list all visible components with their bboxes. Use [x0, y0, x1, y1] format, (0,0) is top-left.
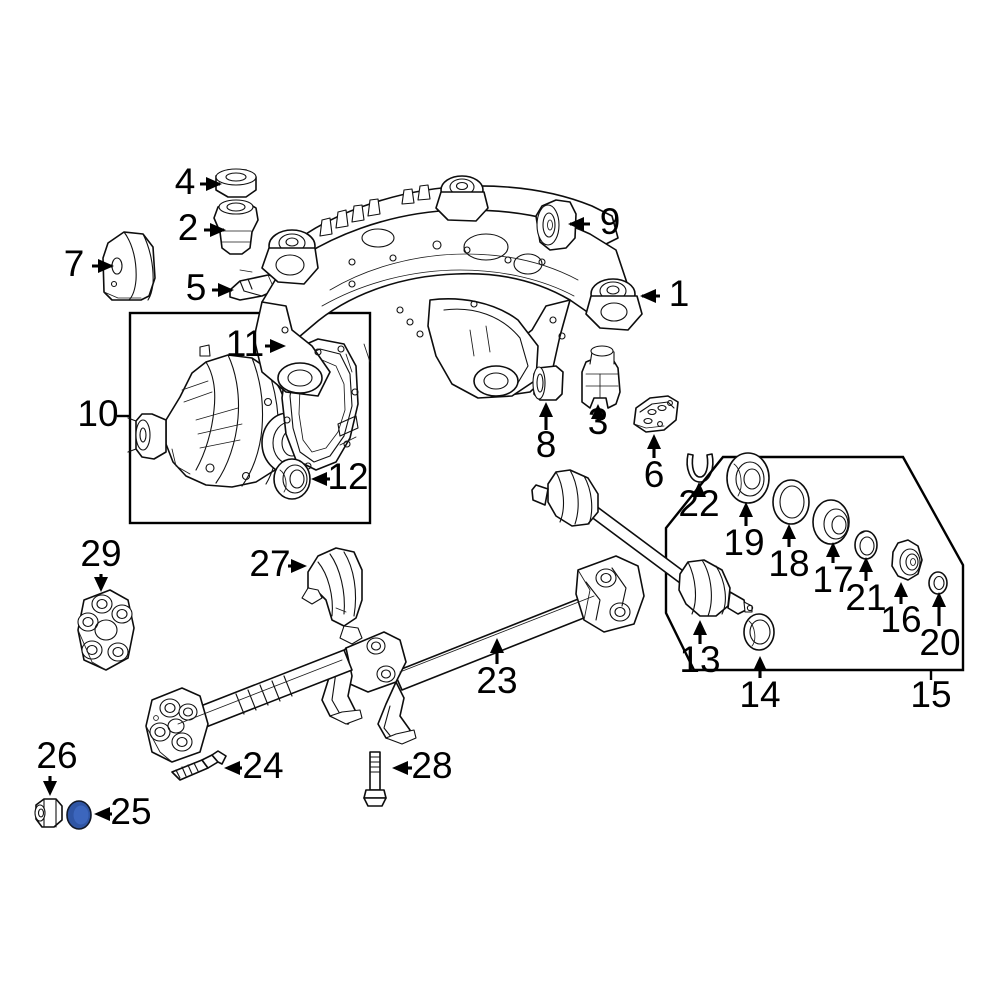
callout-number-9: 9: [600, 201, 621, 242]
callout-number-22: 22: [678, 483, 719, 524]
leader-lines: [43, 177, 946, 821]
part-7-illustration: [102, 231, 156, 301]
part-16-illustration: [891, 539, 923, 581]
callout-number-8: 8: [536, 424, 557, 465]
callout-number-25: 25: [110, 791, 151, 832]
part-21-illustration: [854, 530, 878, 560]
callout-number-6: 6: [644, 454, 665, 495]
part-22-illustration: [686, 453, 714, 483]
part-3-illustration: [581, 345, 621, 409]
part-28-illustration: [363, 751, 387, 807]
callout-number-labels: 1 2 3 4 5 6 7 8 9 10 11 12 13 14 15 16 1…: [36, 161, 960, 832]
callout-number-1: 1: [669, 273, 690, 314]
callout-number-11: 11: [226, 323, 264, 364]
callout-number-18: 18: [768, 543, 809, 584]
part-4-illustration: [215, 168, 257, 198]
rear-subframe-crossmember: [239, 175, 643, 399]
part-8-illustration: [532, 365, 564, 401]
part-18-illustration: [772, 479, 810, 525]
part-17-illustration: [812, 499, 850, 545]
part-25-illustration-highlighted: [66, 800, 92, 830]
part-14-illustration: [743, 613, 775, 651]
group-polygon-cv-kit: [664, 455, 965, 672]
part-9-illustration: [535, 199, 577, 251]
part-19-illustration: [726, 452, 770, 504]
group-box-differential: [128, 311, 372, 525]
callout-number-20: 20: [919, 622, 960, 663]
callout-number-29: 29: [80, 533, 121, 574]
callout-number-12: 12: [327, 456, 368, 497]
driveshaft-assembly-illustration: [145, 555, 645, 763]
callout-number-26: 26: [36, 735, 77, 776]
callout-number-3: 3: [588, 401, 609, 442]
callout-number-2: 2: [178, 207, 199, 248]
part-27-illustration: [301, 547, 363, 645]
callout-number-4: 4: [175, 161, 196, 202]
rear-axle-shaft-assembly-illustration: [531, 469, 754, 617]
callout-number-10: 10: [77, 393, 118, 434]
callout-number-13: 13: [679, 639, 720, 680]
callout-number-23: 23: [476, 660, 517, 701]
callout-number-21: 21: [845, 577, 886, 618]
part-26-illustration: [34, 798, 63, 828]
callout-number-14: 14: [739, 674, 780, 715]
part-6-illustration: [633, 395, 679, 433]
callout-number-24: 24: [242, 745, 283, 786]
part-24-illustration: [171, 750, 227, 781]
part-29-illustration: [77, 589, 135, 671]
callout-number-27: 27: [249, 543, 290, 584]
callout-number-17: 17: [812, 559, 853, 600]
callout-number-16: 16: [880, 599, 921, 640]
callout-number-5: 5: [186, 267, 207, 308]
callout-number-7: 7: [64, 243, 85, 284]
callout-number-15: 15: [910, 674, 951, 715]
callout-number-19: 19: [723, 522, 764, 563]
callout-number-28: 28: [411, 745, 452, 786]
pinion-seal-illustration: [273, 458, 311, 500]
part-2-illustration: [213, 199, 259, 255]
part-20-illustration: [928, 571, 948, 595]
